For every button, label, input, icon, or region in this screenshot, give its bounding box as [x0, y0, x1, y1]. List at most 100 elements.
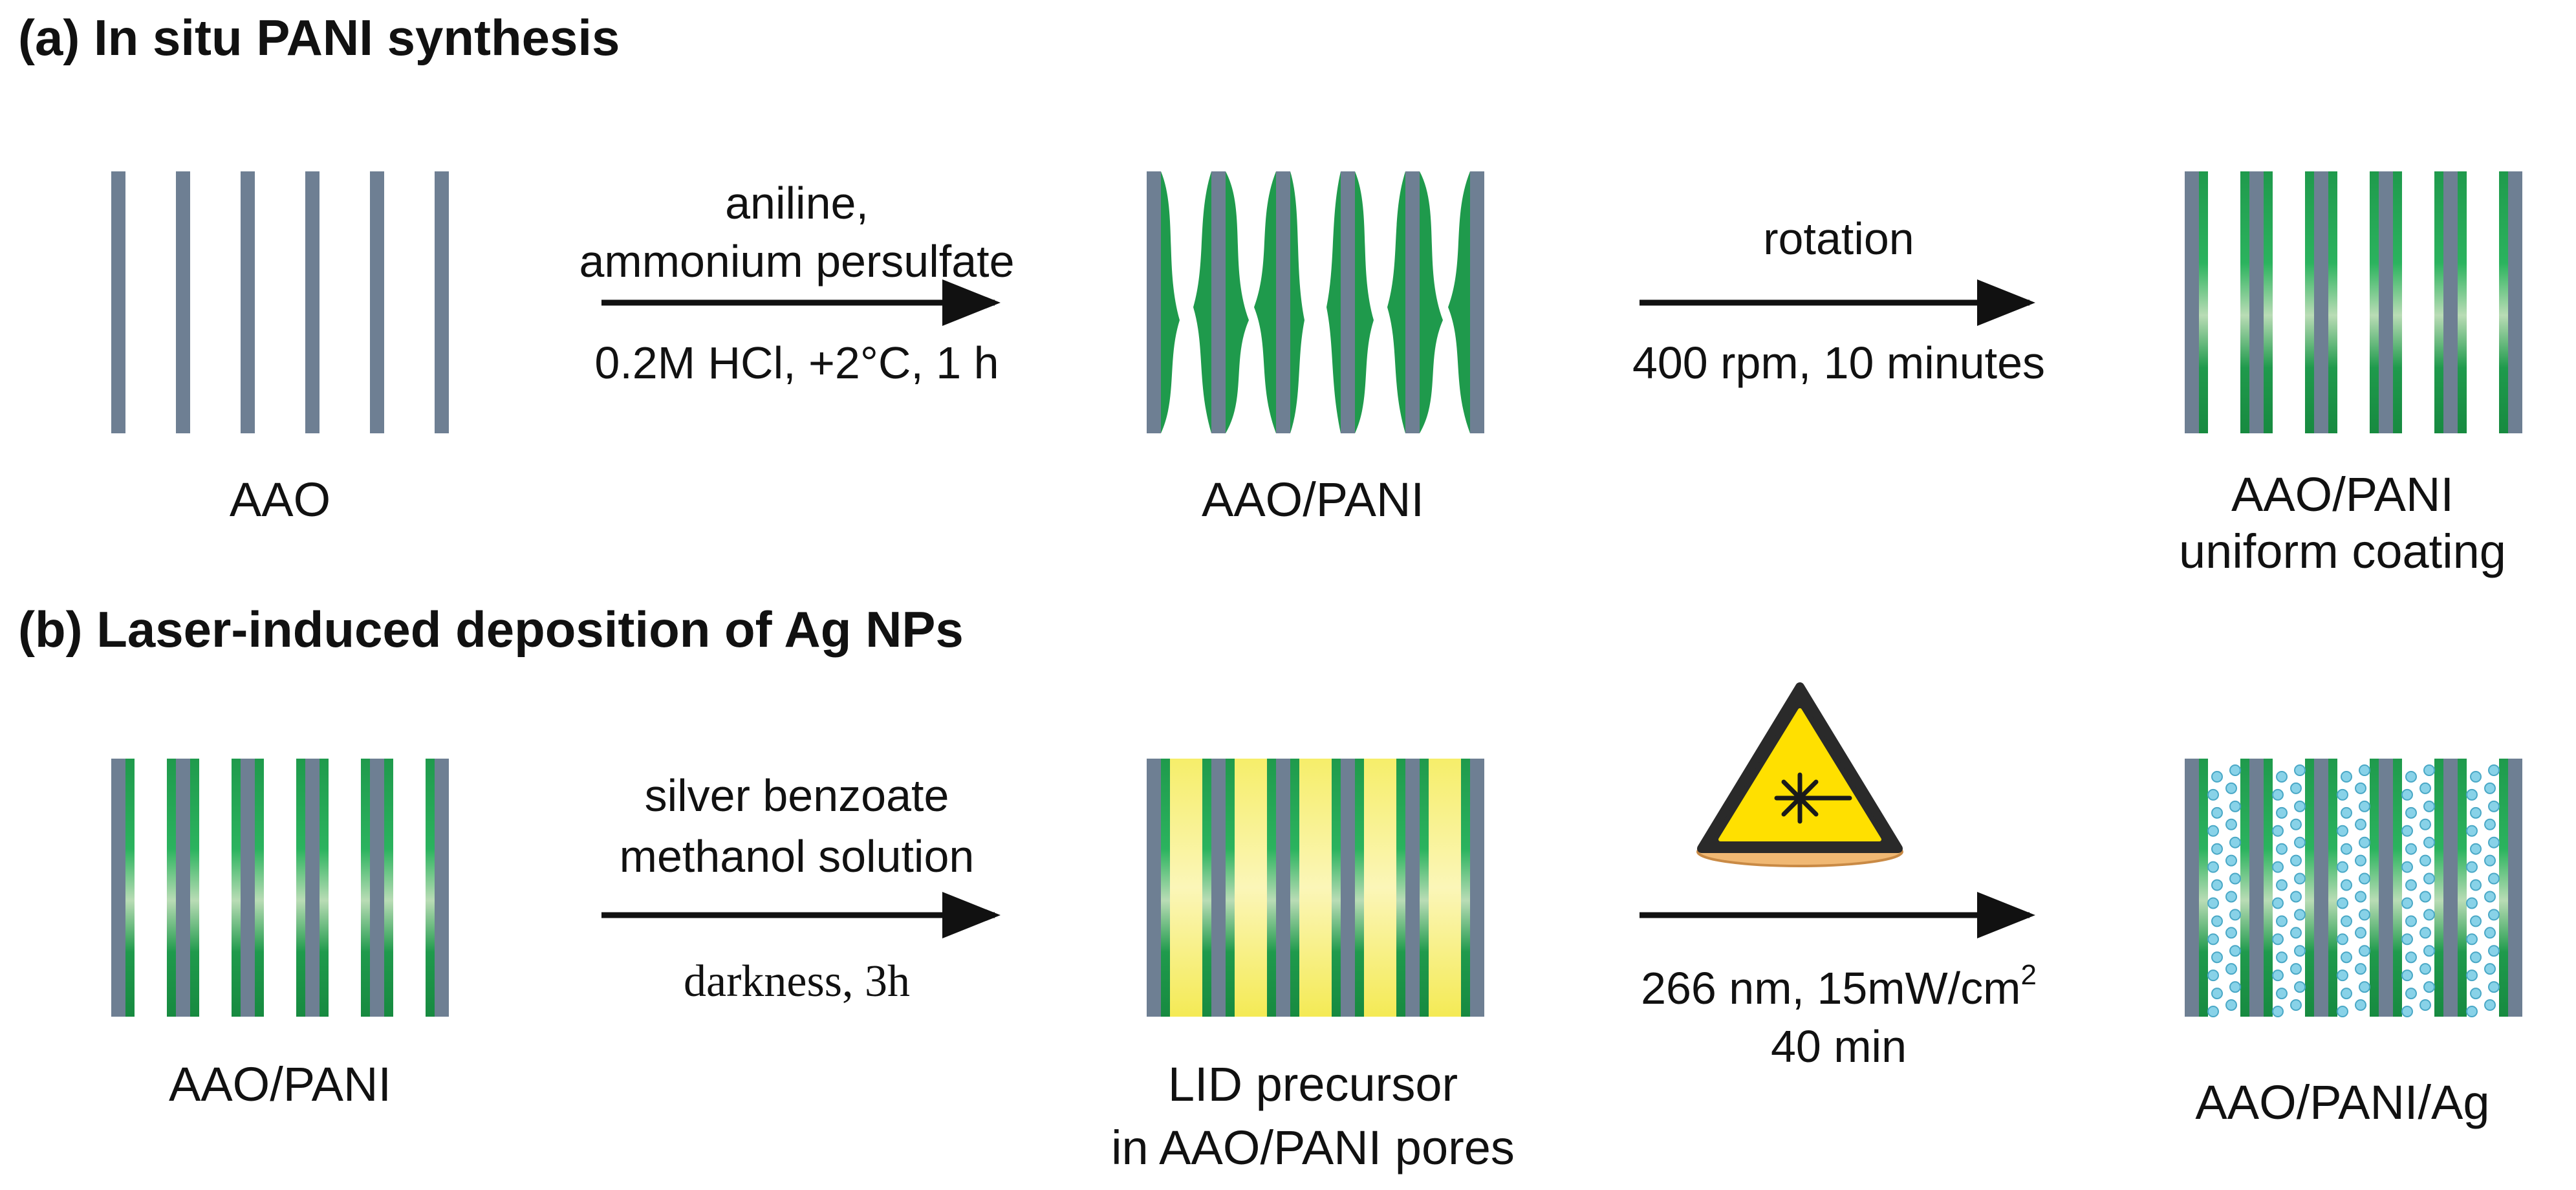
pani-coating-rough: [1448, 171, 1470, 433]
step-b1-arrow-group: silver benzoate methanol solution darkne…: [601, 770, 1001, 1006]
ag-nanoparticle: [2225, 891, 2237, 903]
label-aao-pani-b: AAO/PANI: [169, 1057, 391, 1111]
step-b2-arrow-group: 266 nm, 15mW/cm2 40 min: [1640, 682, 2037, 1072]
condition-laser-main: 266 nm, 15mW/cm: [1641, 963, 2020, 1013]
pani-coating-rough: [1290, 171, 1304, 433]
ag-nanoparticle: [2419, 891, 2431, 903]
ag-nanoparticle: [2466, 861, 2478, 873]
ag-nanoparticle: [2470, 915, 2482, 927]
aao-pore-wall: [305, 759, 319, 1017]
precursor-fill: [1170, 759, 1202, 1017]
ag-nanoparticle: [2484, 891, 2496, 903]
ag-nanoparticle: [2419, 999, 2431, 1011]
pani-coating-uniform: [1332, 759, 1341, 1017]
ag-nanoparticle: [2359, 945, 2370, 957]
label-aao: AAO: [230, 473, 330, 526]
ag-nanoparticle: [2211, 843, 2223, 855]
ag-nanoparticle: [2355, 891, 2366, 903]
ag-nanoparticle: [2359, 872, 2370, 885]
aao-pore-wall: [2508, 759, 2522, 1017]
ag-nanoparticle: [2488, 872, 2500, 885]
ag-nanoparticle: [2207, 897, 2219, 909]
ag-nanoparticle: [2470, 951, 2482, 964]
ag-nanoparticle: [2484, 854, 2496, 867]
ag-nanoparticle: [2401, 933, 2413, 946]
ag-nanoparticle: [2401, 788, 2413, 801]
aao-pani-uniform: [2185, 171, 2522, 433]
ag-nanoparticle: [2290, 782, 2302, 794]
reagent-silver-benzoate: silver benzoate: [645, 770, 949, 821]
aao-pore-wall: [241, 171, 255, 433]
aao-pani-rough: [1147, 171, 1484, 433]
ag-nanoparticle: [2211, 915, 2223, 927]
label-aao-pani: AAO/PANI: [1202, 473, 1424, 526]
ag-nanoparticle: [2423, 764, 2435, 776]
aao-pore-wall: [1147, 759, 1161, 1017]
aao-pore-wall: [2249, 759, 2264, 1017]
ag-nanoparticle: [2419, 854, 2431, 867]
ag-nanoparticle: [2276, 915, 2288, 927]
ag-nanoparticle: [2466, 897, 2478, 909]
ag-nanoparticle: [2290, 963, 2302, 975]
pani-coating-uniform: [1290, 759, 1299, 1017]
pani-coating-uniform: [426, 759, 435, 1017]
ag-nanoparticle: [2207, 1006, 2219, 1017]
label-lid-precursor-1: LID precursor: [1168, 1057, 1458, 1111]
ag-nanoparticle: [2359, 981, 2370, 993]
pani-coating-uniform: [2434, 171, 2443, 433]
step-a1-arrow-group: aniline, ammonium persulfate 0.2M HCl, +…: [579, 178, 1014, 388]
ag-nanoparticle: [2229, 800, 2241, 812]
pani-coating-uniform: [2328, 171, 2337, 433]
aao-pore-wall: [1341, 171, 1355, 433]
ag-nanoparticle: [2290, 999, 2302, 1011]
pani-coating-uniform: [1267, 759, 1276, 1017]
ag-nanoparticle: [2272, 788, 2284, 801]
ag-nanoparticle: [2294, 945, 2306, 957]
ag-nanoparticle: [2225, 818, 2237, 830]
pani-coating-uniform: [2328, 759, 2337, 1017]
pani-coating-uniform: [1355, 759, 1364, 1017]
ag-nanoparticle: [2225, 927, 2237, 939]
ag-nanoparticle: [2419, 963, 2431, 975]
ag-nanoparticle: [2405, 915, 2417, 927]
ag-nanoparticle: [2341, 915, 2352, 927]
ag-nanoparticle: [2470, 843, 2482, 855]
pani-coating-rough: [1254, 171, 1276, 433]
pani-coating-uniform: [2499, 171, 2508, 433]
ag-nanoparticle: [2211, 879, 2223, 891]
ag-nanoparticle: [2359, 909, 2370, 921]
ag-nanoparticle: [2341, 843, 2352, 855]
aao-pore-wall: [1405, 759, 1420, 1017]
pani-coating-rough: [1387, 171, 1405, 433]
condition-rotation: 400 rpm, 10 minutes: [1632, 338, 2045, 388]
aao-pore-wall: [2379, 759, 2393, 1017]
aao-pore-wall: [1276, 759, 1290, 1017]
aao-pore-wall: [2314, 171, 2328, 433]
pani-coating-rough: [1355, 171, 1374, 433]
ag-nanoparticle: [2294, 800, 2306, 812]
ag-nanoparticle: [2484, 999, 2496, 1011]
pani-coating-uniform: [190, 759, 199, 1017]
reagent-aniline: aniline,: [725, 178, 869, 228]
lid-precursor-membrane: [1147, 759, 1484, 1017]
ag-nanoparticle: [2290, 891, 2302, 903]
ag-nanoparticle: [2276, 771, 2288, 783]
ag-nanoparticle: [2488, 800, 2500, 812]
condition-laser-sup: 2: [2020, 959, 2036, 991]
ag-nanoparticle: [2423, 981, 2435, 993]
ag-nanoparticle: [2401, 825, 2413, 837]
aao-pore-wall: [111, 759, 125, 1017]
ag-nanoparticle: [2423, 945, 2435, 957]
ag-nanoparticle: [2229, 945, 2241, 957]
pani-coating-uniform: [2305, 171, 2314, 433]
ag-nanoparticle: [2272, 861, 2284, 873]
pani-coating-uniform: [2458, 759, 2467, 1017]
ag-nanoparticle: [2294, 836, 2306, 849]
aao-pore-wall: [2443, 171, 2458, 433]
aao-pore-wall: [176, 759, 190, 1017]
pani-coating-uniform: [2370, 759, 2379, 1017]
pani-coating-uniform: [2458, 171, 2467, 433]
aao-pore-wall: [2185, 759, 2199, 1017]
ag-nanoparticle: [2405, 951, 2417, 964]
